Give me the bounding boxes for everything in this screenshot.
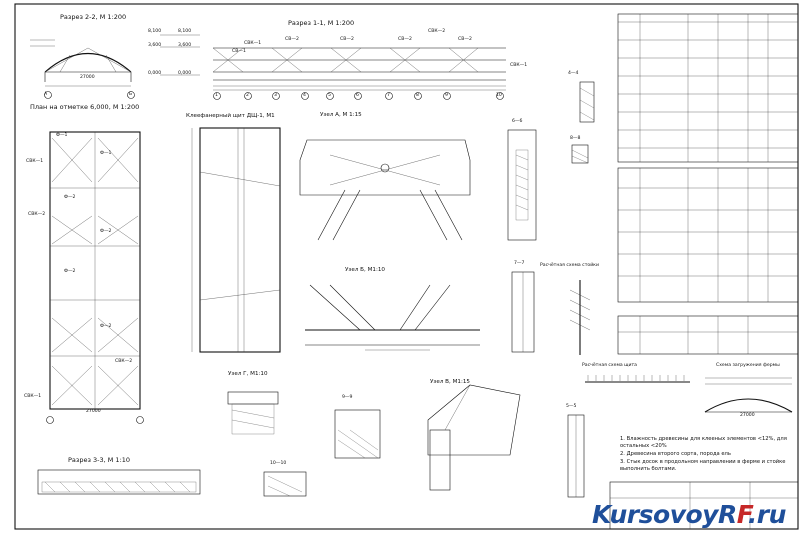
mark-f2-d: Ф—2 — [100, 324, 112, 329]
node-v-drawing — [427, 384, 521, 491]
axis-2: 2 — [246, 93, 249, 98]
mark-svk1-right: СВК—1 — [510, 63, 528, 68]
section-4-4-title: 4—4 — [568, 71, 579, 76]
column-scheme-title: Расчётная схема стойки — [540, 263, 599, 268]
axis-10: 10 — [496, 93, 502, 98]
section-6-6-title: 6—6 — [512, 119, 523, 124]
column-scheme-drawing — [569, 280, 591, 355]
mark-svk2-top: СВК—2 — [428, 29, 446, 34]
mark-f2-b: Ф—2 — [100, 229, 112, 234]
mark-sv2-a: СВ—2 — [285, 37, 299, 42]
node-a-title: Узел А, М 1:15 — [320, 112, 362, 118]
node-g-title: Узел Г, М1:10 — [228, 371, 268, 377]
mark-sv1: СВ—1 — [232, 49, 246, 54]
truss-scheme-title: Схема загружения фермы — [716, 363, 780, 368]
elev-8100-b: 8,100 — [178, 29, 192, 34]
node-b-title: Узел Б, М1:10 — [345, 267, 385, 273]
section-8-8-drawing — [571, 144, 589, 164]
elev-3600-a: 3,600 — [148, 43, 162, 48]
axis-9: 9 — [445, 93, 448, 98]
note-1: 1. Влажность древесины для клееных элеме… — [620, 436, 787, 450]
plan-title: План на отметке 6,000, М 1:200 — [30, 103, 140, 111]
mark-svk1-plan: СВК—1 — [26, 159, 44, 164]
section-8-8-title: 8—8 — [570, 136, 581, 141]
dim-27000-a: 27000 — [80, 75, 95, 80]
axis-6: 6 — [356, 93, 359, 98]
watermark-part-3: .ru — [747, 500, 787, 529]
elev-0000-a: 0,000 — [148, 71, 162, 76]
plan-drawing — [46, 131, 144, 424]
mark-sv2-d: СВ—2 — [458, 37, 472, 42]
watermark-logo: KursovoyRF.ru — [592, 500, 786, 529]
axis-1: 1 — [215, 93, 218, 98]
elev-8100-a: 8,100 — [148, 29, 162, 34]
section-7-7-drawing — [511, 271, 535, 353]
watermark-part-1: KursovoyR — [592, 500, 737, 529]
mark-f1-a: Ф—1 — [56, 133, 68, 138]
mark-svk1-top: СВК—1 — [244, 41, 262, 46]
section-1-1-drawing — [160, 34, 506, 100]
note-3: 3. Стык досок в продольном направлении в… — [620, 459, 786, 473]
axis-3: 3 — [274, 93, 277, 98]
axis-5: 5 — [328, 93, 331, 98]
dim-27000-truss: 27000 — [740, 413, 755, 418]
mark-f1-b: Ф—1 — [100, 151, 112, 156]
truss-scheme-drawing — [704, 377, 793, 413]
panel-title: Клеефанерный щит ДЩ-1, М1 — [186, 113, 275, 119]
section-6-6-drawing — [507, 129, 537, 241]
mark-sv2-b: СВ—2 — [340, 37, 354, 42]
elev-3600-b: 3,600 — [178, 43, 192, 48]
watermark-part-2: F — [736, 500, 749, 529]
section-7-7-title: 7—7 — [514, 261, 525, 266]
node-a-drawing — [299, 139, 471, 241]
section-3-3-drawing — [37, 469, 201, 495]
section-5-5-drawing — [567, 414, 585, 498]
section-5-5-title: 5—5 — [566, 404, 577, 409]
section-9-9-drawing — [334, 409, 381, 459]
section-2-2-title: Разрез 2-2, М 1:200 — [60, 13, 127, 21]
panel-drawing — [191, 127, 281, 353]
section-10-10-drawing — [263, 471, 307, 497]
axis-7: 7 — [387, 93, 390, 98]
title-block — [609, 481, 799, 530]
shield-scheme-drawing — [585, 375, 690, 383]
mark-svk1-plan-b: СВК—1 — [24, 394, 42, 399]
general-notes: 1. Влажность древесины для клееных элеме… — [620, 436, 798, 474]
node-g-drawing — [227, 391, 279, 435]
mark-sv2-c: СВ—2 — [398, 37, 412, 42]
axis-4: 4 — [303, 93, 306, 98]
spec-tables — [617, 13, 799, 355]
section-1-1-title: Разрез 1-1, М 1:200 — [288, 19, 355, 27]
note-2: 2. Древесина второго сорта, порода ель — [620, 451, 731, 458]
mark-f2-c: Ф—2 — [64, 269, 76, 274]
section-3-3-title: Разрез 3-3, М 1:10 — [68, 456, 131, 464]
axis-8: 8 — [416, 93, 419, 98]
mark-f2-a: Ф—2 — [64, 195, 76, 200]
elev-0000-b: 0,000 — [178, 71, 192, 76]
section-9-9-title: 9—9 — [342, 395, 353, 400]
section-4-4-drawing — [579, 81, 595, 123]
section-10-10-title: 10—10 — [270, 461, 287, 466]
node-v-title: Узел В, М1:15 — [430, 379, 470, 385]
node-b-drawing — [305, 284, 480, 351]
axis-a-label: А — [44, 92, 48, 97]
dim-27000-plan: 27000 — [86, 409, 101, 414]
shield-scheme-title: Расчётная схема щита — [582, 363, 637, 368]
mark-svk2-plan: СВК—2 — [28, 212, 46, 217]
mark-svk2-plan-b: СВК—2 — [115, 359, 133, 364]
axis-b-label: Б — [129, 92, 133, 97]
section-2-2-drawing — [30, 39, 135, 99]
